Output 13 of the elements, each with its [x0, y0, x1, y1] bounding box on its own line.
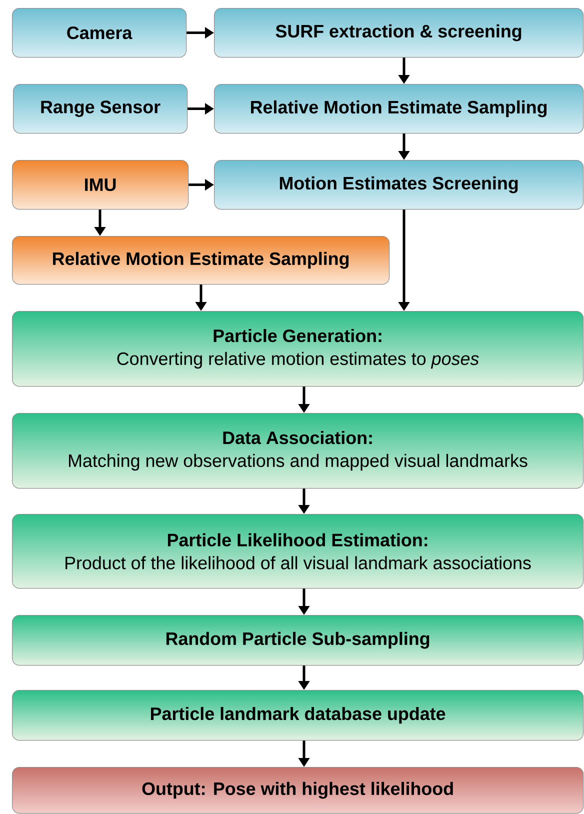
process-box: Motion Estimates Screening — [214, 160, 584, 210]
process-box: Particle landmark database update — [12, 690, 584, 741]
process-box: Particle Likelihood Estimation: Product of the likelihood of all visual landmark associations — [12, 514, 584, 589]
process-box: IMU — [12, 160, 189, 210]
process-box: Range Sensor — [13, 84, 188, 134]
process-box: Camera — [12, 8, 187, 58]
process-box: Particle Generation: Converting relative motion estimates to poses — [12, 311, 584, 387]
process-box: SURF extraction & screening — [214, 8, 584, 58]
process-box: Relative Motion Estimate Sampling — [12, 236, 390, 285]
process-box: Random Particle Sub-sampling — [12, 615, 584, 666]
output-box: Output: Pose with highest likelihood — [12, 767, 584, 814]
process-box: Data Association: Matching new observations and mapped visual landmarks — [12, 413, 584, 489]
process-box: Relative Motion Estimate Sampling — [214, 84, 584, 134]
